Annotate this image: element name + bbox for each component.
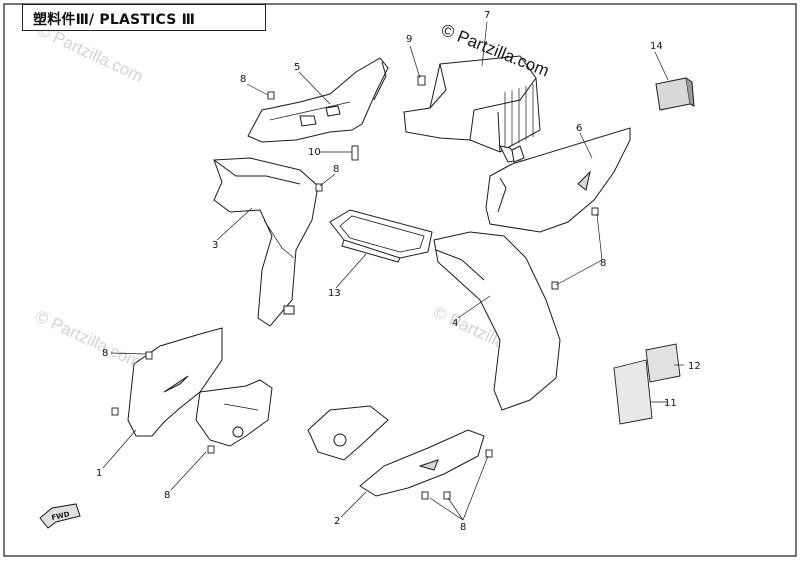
callout-4: 4	[452, 318, 458, 329]
callout-8-upper: 8	[240, 74, 246, 85]
diagram-border	[3, 3, 797, 557]
callout-7: 7	[484, 10, 490, 21]
fwd-arrow: FWD	[39, 503, 81, 529]
callout-12: 12	[688, 361, 701, 372]
leader-lines	[102, 21, 684, 521]
part-5-upper-panel	[247, 57, 389, 143]
fwd-label: FWD	[51, 510, 71, 522]
title-box: 塑料件Ⅲ/ PLASTICS Ⅲ	[22, 4, 266, 31]
fastener-group	[111, 75, 599, 500]
callout-8-lower-left: 8	[164, 490, 170, 501]
callout-10: 10	[308, 147, 321, 158]
callout-9: 9	[406, 34, 412, 45]
part-14-box	[655, 77, 695, 111]
part-6-side-panel	[485, 127, 631, 233]
part-2-lower-cover	[307, 405, 485, 497]
callout-14: 14	[650, 41, 663, 52]
part-13-tray	[329, 209, 433, 263]
part-4-center-fairing	[433, 231, 561, 411]
callout-8-mid: 8	[333, 164, 339, 175]
part-1-lower-cover	[127, 327, 273, 447]
callout-11: 11	[664, 398, 677, 409]
callout-8-left: 8	[102, 348, 108, 359]
part-11-12-decals	[613, 343, 681, 425]
callout-3: 3	[212, 240, 218, 251]
callout-13: 13	[328, 288, 341, 299]
callout-8-lower-right: 8	[460, 522, 466, 533]
part-3-left-fairing	[213, 157, 319, 327]
callout-2: 2	[334, 516, 340, 527]
part-7-battery-box	[403, 55, 541, 163]
diagram-title: 塑料件Ⅲ/ PLASTICS Ⅲ	[33, 12, 196, 28]
callout-labels: 5 8 9 7 10 8 6 3 13 4 8 14 12 11 8 1 8 2…	[96, 10, 701, 533]
watermark-faint-2: © Partzilla.com	[32, 306, 144, 372]
callout-1: 1	[96, 468, 102, 479]
callout-6: 6	[576, 123, 582, 134]
callout-5: 5	[294, 62, 300, 73]
callout-8-right: 8	[600, 258, 606, 269]
